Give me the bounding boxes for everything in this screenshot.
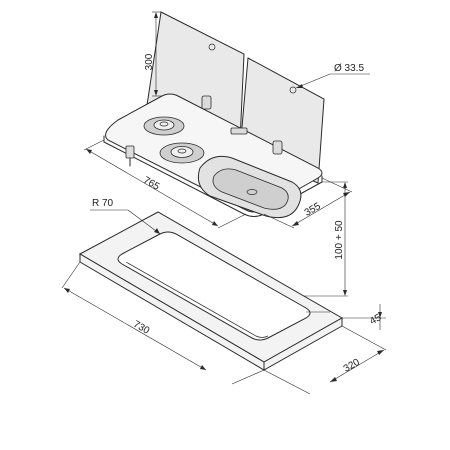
dimension-hole-diameter: Ø 33.5 — [295, 63, 370, 89]
worktop-cutout — [78, 211, 344, 371]
corner-radius-label: R 70 — [92, 198, 114, 209]
lid-height-label: 300 — [144, 53, 155, 70]
lid-stop — [230, 127, 248, 135]
dimension-lid-height: 300 — [144, 11, 162, 97]
right-lid-hinge — [272, 140, 283, 155]
cutout-length-label: 730 — [131, 319, 151, 337]
cutout-inner-wall — [125, 261, 269, 338]
left-lid-hinge — [201, 95, 212, 110]
unit-depth-label: 355 — [303, 201, 323, 219]
hob-sink-unit — [103, 93, 323, 219]
dimension-installation-depth: 100 + 50 — [300, 181, 348, 297]
hole-diameter-label: Ø 33.5 — [334, 63, 364, 74]
gas-connector — [125, 145, 135, 167]
left-lid-hole — [208, 43, 216, 51]
cutout-opening — [117, 231, 311, 341]
installation-depth-label: 100 + 50 — [334, 220, 345, 260]
sink-basin-floor — [212, 168, 289, 210]
edge-offset-label: 45 — [368, 312, 384, 327]
unit-length-label: 765 — [141, 175, 161, 193]
cutout-depth-label: 320 — [342, 357, 362, 375]
dimension-cutout-depth: 320 — [263, 325, 387, 395]
right-lid-hole — [289, 86, 297, 94]
dimension-edge-offset: 45 — [306, 304, 386, 330]
sink-drain — [246, 189, 258, 195]
front-burner — [159, 142, 205, 164]
rear-burner — [143, 116, 185, 136]
dimension-corner-radius: R 70 — [90, 198, 161, 235]
